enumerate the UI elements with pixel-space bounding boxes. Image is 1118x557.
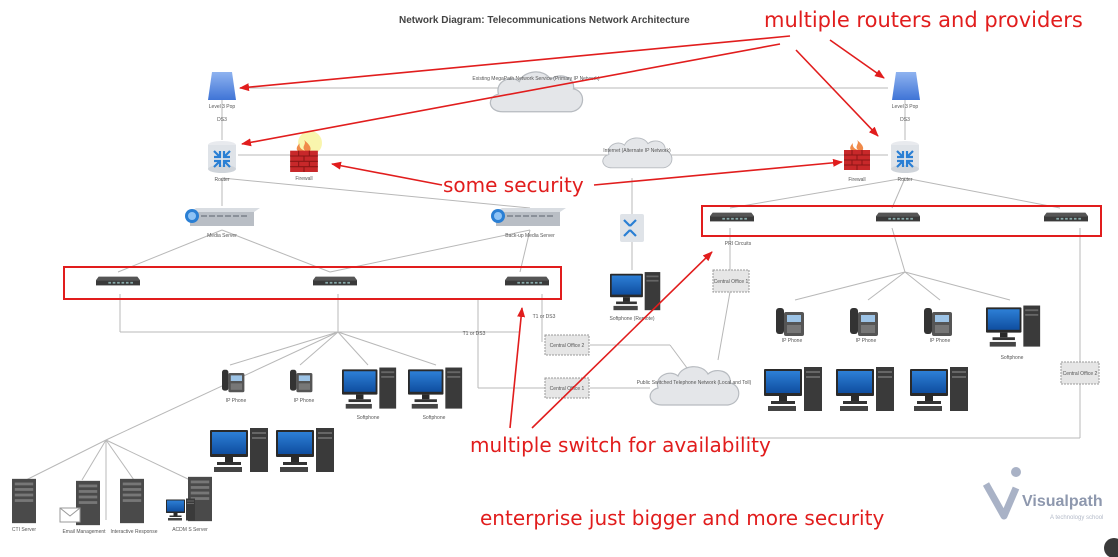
svg-text:Router: Router: [214, 177, 229, 183]
svg-text:IP Phone: IP Phone: [294, 398, 315, 404]
softphone-left-2: Softphone: [408, 367, 463, 421]
svg-text:IP Phone: IP Phone: [856, 338, 877, 344]
switch-right-1: [710, 212, 754, 222]
annotation-enterprise: enterprise just bigger and more security: [480, 506, 884, 530]
svg-text:Interactive Response: Interactive Response: [111, 529, 158, 535]
svg-text:Level 3 Pop: Level 3 Pop: [209, 104, 236, 110]
cloud-megapath: Existing MegaPath Network Service (Prima…: [472, 71, 600, 113]
svg-text:DS3: DS3: [900, 117, 910, 123]
router-right: Router: [890, 140, 920, 183]
svg-text:Central Office 2: Central Office 2: [550, 343, 585, 349]
svg-text:Email Management: Email Management: [62, 529, 106, 535]
firewall-right: Firewall: [844, 140, 870, 183]
switch-highlight-right: [701, 205, 1102, 237]
firewall-left: Firewall: [290, 140, 318, 182]
corner-badge: [1104, 538, 1118, 557]
softphone-remote: Softphone (Remote): [609, 272, 661, 322]
svg-text:Level 3 Pop: Level 3 Pop: [892, 104, 919, 110]
switch-left-3: [505, 276, 549, 286]
svg-text:Softphone (Remote): Softphone (Remote): [609, 316, 654, 322]
ip-phone-right-2: IP Phone: [850, 308, 878, 344]
cti-server: CTI Server: [12, 478, 37, 533]
pc-left-2: [276, 428, 334, 472]
cloud-megapath-label: Existing MegaPath Network Service (Prima…: [472, 76, 600, 82]
central-office-1-left: Central Office 1: [544, 377, 590, 399]
switch-left-1: [96, 276, 140, 286]
cloud-internet: Internet (Alternate IP Network): [602, 137, 673, 169]
svg-text:Softphone: Softphone: [357, 415, 380, 421]
central-office-2-right: Central Office 2: [1060, 361, 1100, 385]
annotation-security: some security: [443, 173, 584, 197]
logo-name: Visualpath: [1022, 493, 1103, 510]
pc-right-2: [836, 367, 894, 411]
svg-text:Router: Router: [897, 177, 912, 183]
svg-text:ACDM S Server: ACDM S Server: [172, 527, 208, 533]
pop-left: Level 3 Pop DS3: [208, 72, 236, 123]
cloud-internet-label: Internet (Alternate IP Network): [603, 148, 671, 154]
media-server: Media Server: [185, 208, 260, 239]
cloud-pstn: Public Switched Telephone Network (Local…: [637, 365, 752, 406]
visualpath-logo: Visualpath A technology school: [982, 467, 1103, 521]
t1-ds3-label-a: T1 or DS3: [463, 331, 486, 337]
svg-text:CTI Server: CTI Server: [12, 527, 37, 533]
switch-right-2: [876, 212, 920, 222]
svg-text:Softphone: Softphone: [1001, 355, 1024, 361]
router-remote: [620, 214, 644, 242]
network-links: [25, 87, 1081, 520]
switch-left-2: [313, 276, 357, 286]
ip-phone-left-1: IP Phone: [222, 369, 247, 404]
svg-text:IP Phone: IP Phone: [226, 398, 247, 404]
ip-phone-right-3: IP Phone: [924, 308, 952, 344]
svg-text:DS3: DS3: [217, 117, 227, 123]
email-management-server: Email Management: [59, 480, 106, 535]
pc-right-3: [910, 367, 968, 411]
ip-phone-right-1: IP Phone: [776, 308, 804, 344]
softphone-left-1: Softphone: [342, 367, 397, 421]
svg-text:Media Server: Media Server: [207, 233, 237, 239]
svg-text:Central Office 2: Central Office 2: [1063, 371, 1098, 377]
pc-right-1: [764, 367, 822, 411]
pop-right: Level 3 Pop DS3: [892, 72, 920, 123]
annotation-arrows: [239, 35, 885, 429]
svg-text:Firewall: Firewall: [295, 176, 312, 182]
logo-tagline: A technology school: [1050, 515, 1103, 521]
svg-text:Central Office 1: Central Office 1: [714, 279, 749, 285]
t1-ds3-label-b: T1 or DS3: [533, 314, 556, 320]
cloud-pstn-label: Public Switched Telephone Network (Local…: [637, 380, 752, 386]
svg-text:IP Phone: IP Phone: [930, 338, 951, 344]
svg-text:Central Office 1: Central Office 1: [550, 386, 585, 392]
switch-highlight-left: [63, 266, 562, 300]
interactive-response-server: Interactive Response: [111, 478, 158, 535]
central-office-1-right: Central Office 1: [712, 269, 750, 293]
pri-circuits-label: PRI Circuits: [725, 241, 752, 247]
svg-text:Back-up Media Server: Back-up Media Server: [505, 233, 555, 239]
pc-left-1: [210, 428, 268, 472]
svg-text:Firewall: Firewall: [848, 177, 865, 183]
svg-text:IP Phone: IP Phone: [782, 338, 803, 344]
diagram-title: Network Diagram: Telecommunications Netw…: [399, 15, 690, 26]
annotation-switches: multiple switch for availability: [470, 433, 771, 457]
switch-right-3: [1044, 212, 1088, 222]
annotation-routers: multiple routers and providers: [764, 8, 1083, 32]
central-office-2-left: Central Office 2: [544, 334, 590, 356]
router-left: Router: [207, 140, 237, 183]
ip-phone-left-2: IP Phone: [290, 369, 315, 404]
svg-text:Softphone: Softphone: [423, 415, 446, 421]
softphone-right: Softphone: [986, 305, 1041, 361]
backup-media-server: Back-up Media Server: [491, 208, 566, 239]
acdm-server: ACDM S Server: [166, 476, 212, 533]
